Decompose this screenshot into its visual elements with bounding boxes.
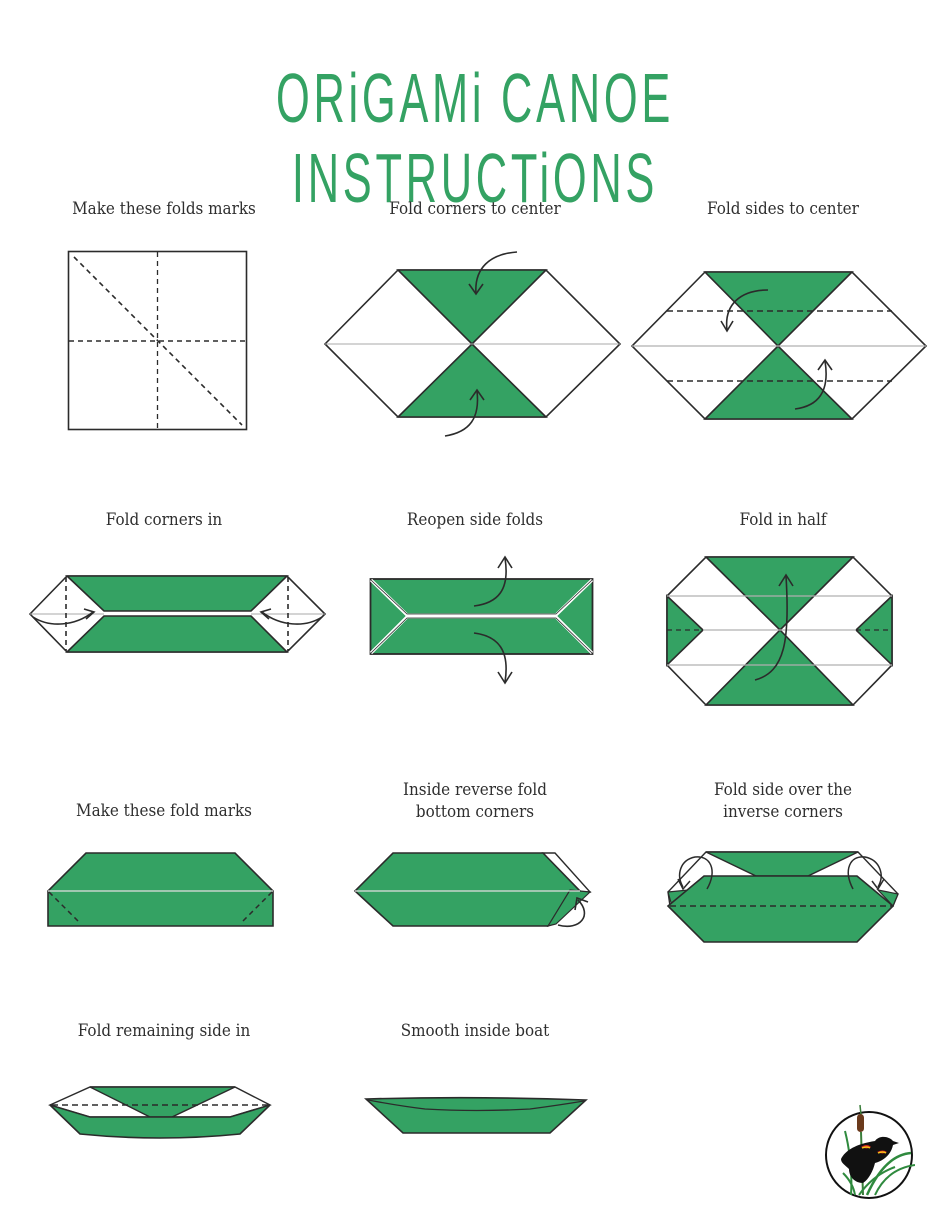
step-9-caption: Fold side over the inverse corners — [645, 779, 921, 823]
step-1-caption: Make these folds marks — [72, 199, 256, 218]
step-9-caption-line-2: inverse corners — [723, 802, 843, 821]
page-title: ORiGAMi CANOE INSTRUCTiONS — [275, 59, 675, 217]
step-2-caption: Fold corners to center — [389, 199, 561, 218]
step-5-caption: Reopen side folds — [406, 510, 544, 529]
step-11-caption: Smooth inside boat — [400, 1021, 550, 1040]
step-6-caption: Fold in half — [739, 510, 827, 529]
step-7-caption: Make these fold marks — [76, 801, 252, 820]
red-winged-blackbird-cattail-logo — [825, 1104, 915, 1199]
step-9-caption-line-1: Fold side over the — [713, 780, 853, 799]
step-4-caption: Fold corners in — [105, 510, 223, 529]
step-8-caption: Inside reverse fold bottom corners — [337, 779, 613, 823]
step-8-caption-line-2: bottom corners — [415, 802, 535, 821]
step-8-caption-line-1: Inside reverse fold — [403, 780, 547, 799]
step-3-caption: Fold sides to center — [707, 199, 859, 218]
step-10-caption: Fold remaining side in — [77, 1021, 251, 1040]
